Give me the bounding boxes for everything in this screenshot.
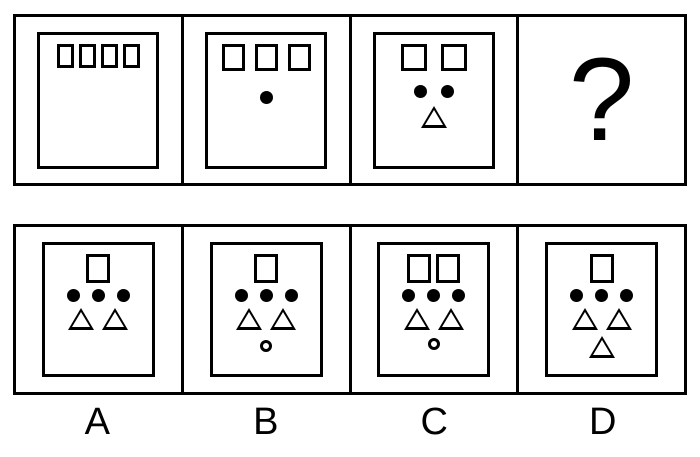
square-row bbox=[86, 254, 111, 283]
square-row bbox=[400, 43, 467, 71]
square-glyph bbox=[287, 43, 311, 71]
shape-panel-d bbox=[545, 242, 659, 377]
square-row bbox=[221, 43, 311, 71]
square-glyph bbox=[100, 43, 118, 68]
triangle-glyph bbox=[588, 336, 615, 358]
answer-label-b[interactable]: B bbox=[253, 401, 279, 443]
answer-label-a[interactable]: A bbox=[84, 401, 110, 443]
filled-dot-glyph bbox=[259, 289, 273, 302]
square-glyph bbox=[221, 43, 245, 71]
hollow-circle-glyph bbox=[260, 340, 273, 352]
filled-dot-glyph bbox=[259, 90, 273, 104]
square-row bbox=[254, 254, 279, 283]
answer-option-c[interactable] bbox=[348, 227, 517, 392]
dot-row bbox=[570, 289, 634, 302]
triangle-glyph bbox=[102, 308, 129, 330]
filled-dot-glyph bbox=[234, 289, 248, 302]
shape-panel-3 bbox=[372, 31, 495, 169]
dot-row bbox=[413, 84, 454, 98]
square-glyph bbox=[78, 43, 96, 68]
hollow-circle-row bbox=[260, 340, 273, 352]
triangle-glyph bbox=[605, 308, 632, 330]
triangle-row bbox=[236, 308, 297, 330]
shape-panel-2 bbox=[205, 31, 328, 169]
answer-options-row bbox=[13, 224, 687, 395]
filled-dot-glyph bbox=[452, 289, 466, 302]
shape-panel-c bbox=[377, 242, 491, 377]
dot-row bbox=[259, 90, 273, 104]
dot-row bbox=[234, 289, 298, 302]
answer-option-b[interactable] bbox=[180, 227, 349, 392]
question-sequence-row: ? bbox=[13, 14, 687, 186]
triangle-glyph bbox=[270, 308, 297, 330]
filled-dot-glyph bbox=[91, 289, 105, 302]
filled-dot-glyph bbox=[570, 289, 584, 302]
square-glyph bbox=[400, 43, 427, 71]
filled-dot-glyph bbox=[116, 289, 130, 302]
square-row bbox=[56, 43, 140, 68]
answer-label-c[interactable]: C bbox=[420, 401, 448, 443]
triangle-glyph bbox=[571, 308, 598, 330]
filled-dot-glyph bbox=[284, 289, 298, 302]
triangle-row bbox=[68, 308, 129, 330]
filled-dot-glyph bbox=[440, 84, 454, 98]
answer-label-strip: A B C D bbox=[13, 398, 687, 448]
square-glyph bbox=[440, 43, 467, 71]
triangle-glyph bbox=[403, 308, 430, 330]
sequence-cell-3[interactable] bbox=[348, 17, 517, 183]
triangle-glyph bbox=[437, 308, 464, 330]
square-glyph bbox=[436, 254, 461, 283]
square-row bbox=[589, 254, 614, 283]
question-mark-icon: ? bbox=[568, 34, 635, 166]
triangle-row bbox=[403, 308, 464, 330]
triangle-glyph bbox=[68, 308, 95, 330]
filled-dot-glyph bbox=[413, 84, 427, 98]
shape-panel-a bbox=[41, 242, 155, 377]
dot-row bbox=[402, 289, 466, 302]
square-glyph bbox=[589, 254, 614, 283]
square-row bbox=[407, 254, 461, 283]
triangle-row bbox=[588, 336, 615, 358]
answer-option-a[interactable] bbox=[16, 227, 181, 392]
square-glyph bbox=[407, 254, 432, 283]
filled-dot-glyph bbox=[402, 289, 416, 302]
triangle-glyph bbox=[236, 308, 263, 330]
answer-option-d[interactable] bbox=[516, 227, 684, 392]
square-glyph bbox=[86, 254, 111, 283]
hollow-circle-glyph bbox=[427, 338, 440, 350]
triangle-glyph bbox=[420, 105, 447, 128]
sequence-cell-1[interactable] bbox=[16, 17, 181, 183]
hollow-circle-row bbox=[427, 338, 440, 350]
filled-dot-glyph bbox=[620, 289, 634, 302]
square-glyph bbox=[56, 43, 74, 68]
shape-panel-1 bbox=[37, 31, 160, 169]
filled-dot-glyph bbox=[427, 289, 441, 302]
square-glyph bbox=[254, 254, 279, 283]
answer-label-d[interactable]: D bbox=[589, 401, 617, 443]
square-glyph bbox=[122, 43, 140, 68]
square-glyph bbox=[254, 43, 278, 71]
dot-row bbox=[66, 289, 130, 302]
sequence-cell-4-missing[interactable]: ? bbox=[516, 17, 684, 183]
shape-panel-b bbox=[209, 242, 323, 377]
filled-dot-glyph bbox=[595, 289, 609, 302]
sequence-cell-2[interactable] bbox=[180, 17, 349, 183]
triangle-row bbox=[571, 308, 632, 330]
filled-dot-glyph bbox=[66, 289, 80, 302]
triangle-row bbox=[420, 105, 447, 128]
